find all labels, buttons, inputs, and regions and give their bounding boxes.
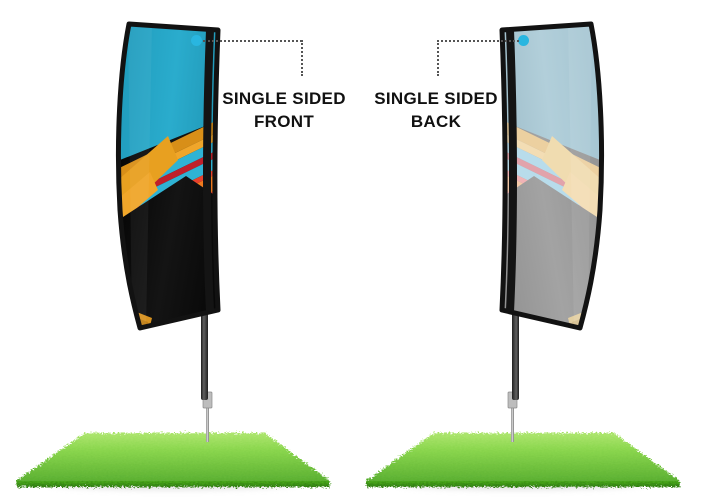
flag-graphic-front [118,24,218,328]
callout-leader-horizontal-back [437,40,519,42]
callout-label-front: SINGLE SIDED FRONT [204,88,364,134]
callout-dot-front [191,35,202,46]
flag-pole-sleeve-front [203,30,214,312]
feather-flag-back [499,21,605,442]
callout-label-back: SINGLE SIDED BACK [356,88,516,134]
grass-patch-front [16,433,330,490]
callout-leader-vertical-front [301,40,303,76]
callout-leader-vertical-back [437,40,439,76]
callout-leader-horizontal-front [203,40,302,42]
feather-flag-front [115,21,221,442]
callout-label-front-line1: SINGLE SIDED [222,89,346,108]
callout-label-back-line1: SINGLE SIDED [374,89,498,108]
flag-panel-back [360,0,720,504]
flag-hem-front [115,21,221,331]
flag-pole-sleeve-back [506,30,517,312]
flag-panel-front [16,21,330,490]
flag-hem-back [499,21,605,331]
flag-graphic-back [502,24,602,328]
ground-spike-front [206,404,209,442]
callout-label-back-line2: BACK [410,111,462,131]
ground-spike-back [511,404,514,442]
grass-patch-back [366,433,680,490]
callout-label-front-line2: FRONT [253,111,315,131]
callout-dot-back [518,35,529,46]
